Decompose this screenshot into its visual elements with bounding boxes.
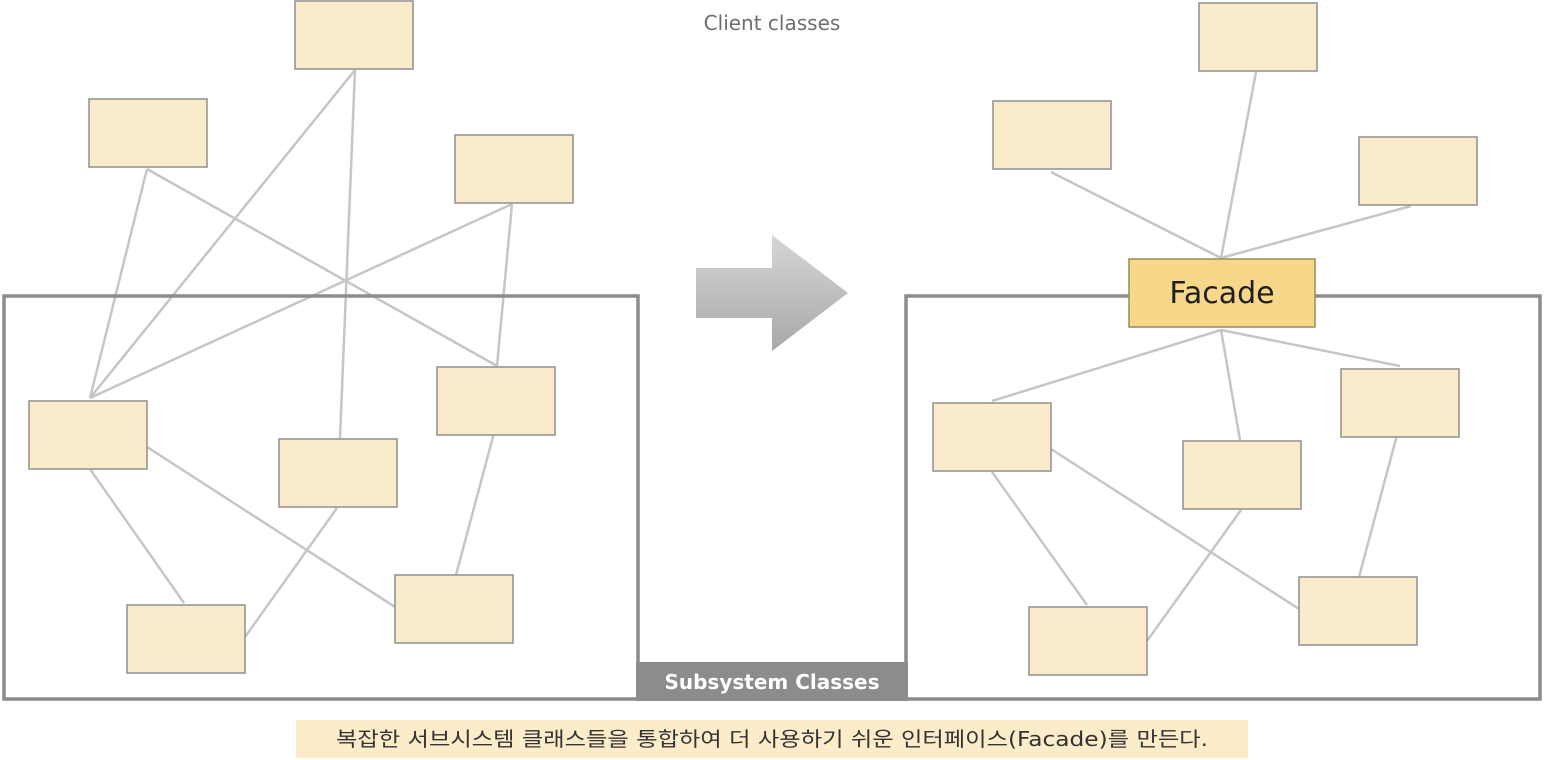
link [1145,509,1243,642]
subsystem-classes-text: Subsystem Classes [664,670,879,694]
left-diagram [2,0,640,701]
subsystem-class-box [1340,368,1460,438]
subsystem-class-box [1182,440,1302,510]
link [1219,329,1242,441]
link [1050,447,1300,611]
client-classes-label: Client classes [704,11,841,35]
left-dependency-lines [88,69,514,638]
link [88,168,149,399]
client-class-box [294,0,414,70]
subsystem-classes-label: Subsystem Classes [636,662,908,701]
left-subsystem-frame [2,294,640,701]
link [990,471,1089,606]
link [89,69,356,399]
link [146,445,396,609]
caption-text: 복잡한 서브시스템 클래스들을 통합하여 더 사용하기 쉬운 인터페이스(Fac… [336,727,1208,751]
facade-label: Facade [1169,276,1274,311]
link [89,202,513,400]
subsystem-class-box [126,604,246,674]
link [1220,328,1401,368]
link [454,432,496,576]
subsystem-class-box [1298,576,1418,646]
subsystem-class-box [436,366,556,436]
subsystem-class-box [278,438,398,508]
link [1357,434,1399,578]
client-class-box [992,100,1112,170]
client-class-box [1198,2,1318,72]
subsystem-class-box [28,400,148,470]
link [146,167,498,368]
link [495,203,514,367]
caption: 복잡한 서브시스템 클래스들을 통합하여 더 사용하기 쉬운 인터페이스(Fac… [296,720,1248,758]
link [338,69,357,439]
transform-arrow-icon [696,235,848,351]
client-class-box [1358,136,1478,206]
subsystem-class-box [932,402,1052,472]
link [1220,204,1412,260]
link [1050,170,1222,260]
subsystem-class-box [1028,606,1148,676]
link [88,468,186,604]
client-class-box [88,98,208,168]
right-diagram: Facade [904,2,1542,701]
subsystem-class-box [394,574,514,644]
client-class-box [454,134,574,204]
right-dependency-lines [990,71,1412,642]
link [243,507,339,638]
facade-box: Facade [1128,258,1316,328]
link [1219,71,1258,259]
link [991,328,1222,403]
